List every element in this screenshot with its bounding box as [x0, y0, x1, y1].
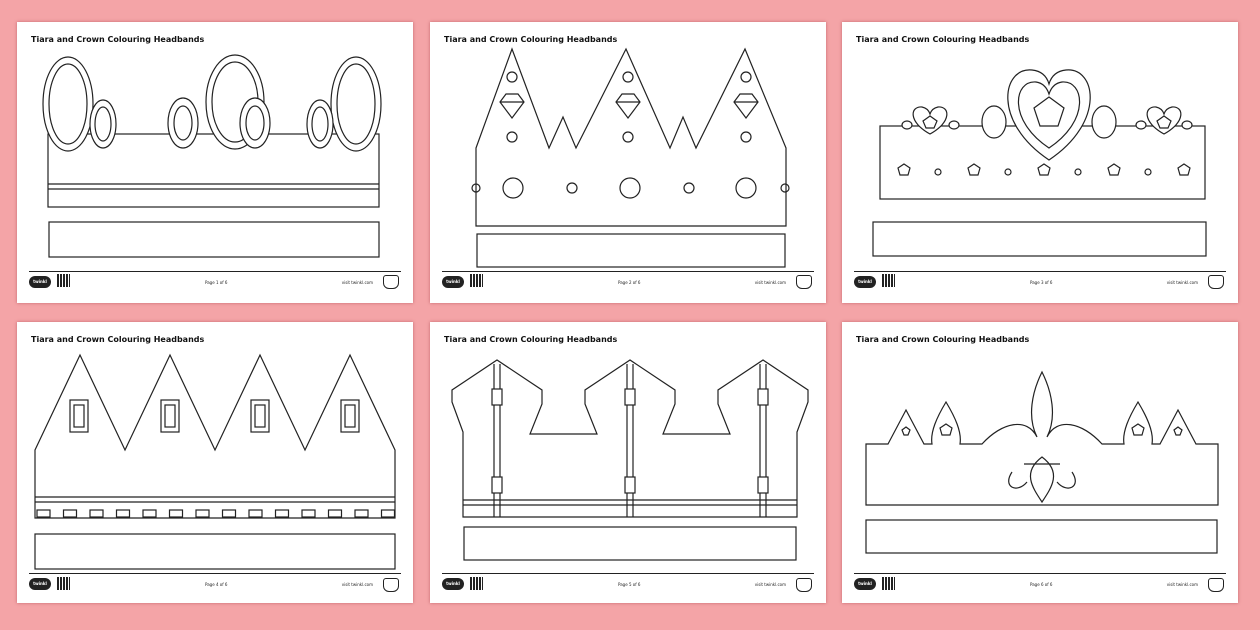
- hat-icon: [383, 275, 399, 289]
- fleur-de-lis-crown-illustration: [865, 370, 1219, 554]
- website-link[interactable]: visit twinkl.com: [754, 582, 786, 587]
- band-gem: [301, 509, 316, 518]
- page-title: Tiara and Crown Colouring Headbands: [31, 35, 205, 44]
- band-gem: [89, 509, 104, 518]
- worksheet-page-2[interactable]: Tiara and Crown Colouring Headbands twin…: [430, 22, 826, 303]
- worksheet-page-4[interactable]: Tiara and Crown Colouring Headbands twin…: [17, 322, 413, 603]
- footer-divider: [442, 573, 814, 574]
- band-gem: [274, 509, 290, 518]
- footer-divider: [29, 271, 401, 272]
- band-gem: [354, 509, 369, 518]
- hat-icon: [1208, 275, 1224, 289]
- band-gem: [115, 509, 131, 518]
- band-gem: [221, 509, 237, 518]
- twinkl-logo: twinkl: [442, 276, 464, 288]
- website-link[interactable]: visit twinkl.com: [1166, 280, 1198, 285]
- pointed-gem-crown-illustration: [471, 47, 790, 268]
- website-link[interactable]: visit twinkl.com: [341, 582, 373, 587]
- twinkl-logo: twinkl: [854, 578, 876, 590]
- band-gem: [248, 509, 263, 518]
- footer-divider: [29, 573, 401, 574]
- band-gem: [168, 509, 184, 518]
- castle-crown-illustration: [451, 359, 809, 561]
- page-title: Tiara and Crown Colouring Headbands: [856, 335, 1030, 344]
- footer-divider: [854, 573, 1226, 574]
- website-link[interactable]: visit twinkl.com: [1166, 582, 1198, 587]
- hat-icon: [1208, 578, 1224, 592]
- page-number: Page 4 of 6: [205, 582, 228, 587]
- hat-icon: [796, 275, 812, 289]
- hat-icon: [796, 578, 812, 592]
- page-number: Page 1 of 6: [205, 280, 228, 285]
- band-gem: [142, 509, 157, 518]
- band-gem: [36, 509, 51, 518]
- page-number: Page 3 of 6: [1030, 280, 1053, 285]
- worksheet-page-3[interactable]: Tiara and Crown Colouring Headbands twin…: [842, 22, 1238, 303]
- qr-code-icon: [57, 274, 70, 287]
- footer-divider: [854, 271, 1226, 272]
- oval-tiara-illustration: [42, 54, 382, 258]
- page-number: Page 6 of 6: [1030, 582, 1053, 587]
- worksheet-page-6[interactable]: Tiara and Crown Colouring Headbands twin…: [842, 322, 1238, 603]
- footer-divider: [442, 271, 814, 272]
- qr-code-icon: [882, 577, 895, 590]
- worksheet-page-1[interactable]: Tiara and Crown Colouring Headbands twin…: [17, 22, 413, 303]
- heart-tiara-illustration: [872, 69, 1207, 257]
- band-gem: [195, 509, 210, 518]
- twinkl-logo: twinkl: [29, 578, 51, 590]
- band-gem: [62, 509, 78, 518]
- band-gem: [327, 509, 343, 518]
- twinkl-logo: twinkl: [442, 578, 464, 590]
- hat-icon: [383, 578, 399, 592]
- page-number: Page 2 of 6: [618, 280, 641, 285]
- qr-code-icon: [882, 274, 895, 287]
- qr-code-icon: [57, 577, 70, 590]
- page-title: Tiara and Crown Colouring Headbands: [856, 35, 1030, 44]
- page-title: Tiara and Crown Colouring Headbands: [31, 335, 205, 344]
- qr-code-icon: [470, 274, 483, 287]
- website-link[interactable]: visit twinkl.com: [341, 280, 373, 285]
- page-number: Page 5 of 6: [618, 582, 641, 587]
- worksheet-page-5[interactable]: Tiara and Crown Colouring Headbands twin…: [430, 322, 826, 603]
- page-title: Tiara and Crown Colouring Headbands: [444, 335, 618, 344]
- twinkl-logo: twinkl: [29, 276, 51, 288]
- zigzag-crown-illustration: [34, 353, 396, 570]
- band-gem: [380, 509, 396, 518]
- qr-code-icon: [470, 577, 483, 590]
- website-link[interactable]: visit twinkl.com: [754, 280, 786, 285]
- twinkl-logo: twinkl: [854, 276, 876, 288]
- page-title: Tiara and Crown Colouring Headbands: [444, 35, 618, 44]
